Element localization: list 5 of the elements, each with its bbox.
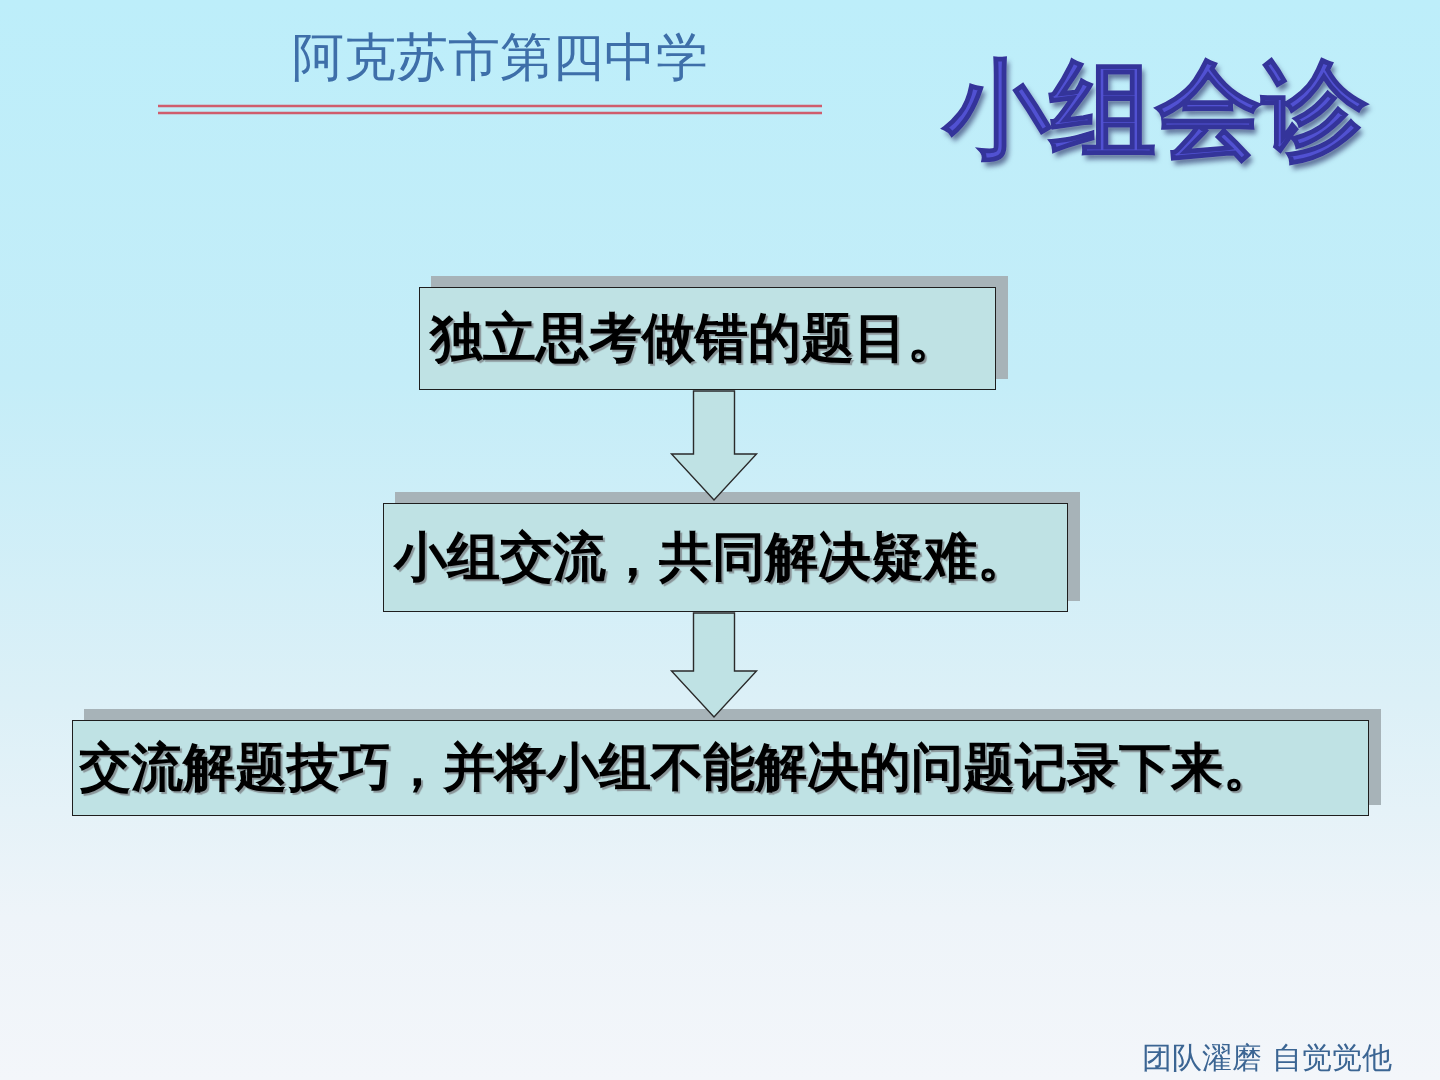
title: 小组会诊 <box>944 47 1368 173</box>
block-arrow <box>669 612 759 719</box>
block-arrow <box>669 390 759 502</box>
school-name: 阿克苏市第四中学 <box>292 26 708 89</box>
motto: 团队濯磨 自觉觉他 <box>1142 1039 1392 1077</box>
